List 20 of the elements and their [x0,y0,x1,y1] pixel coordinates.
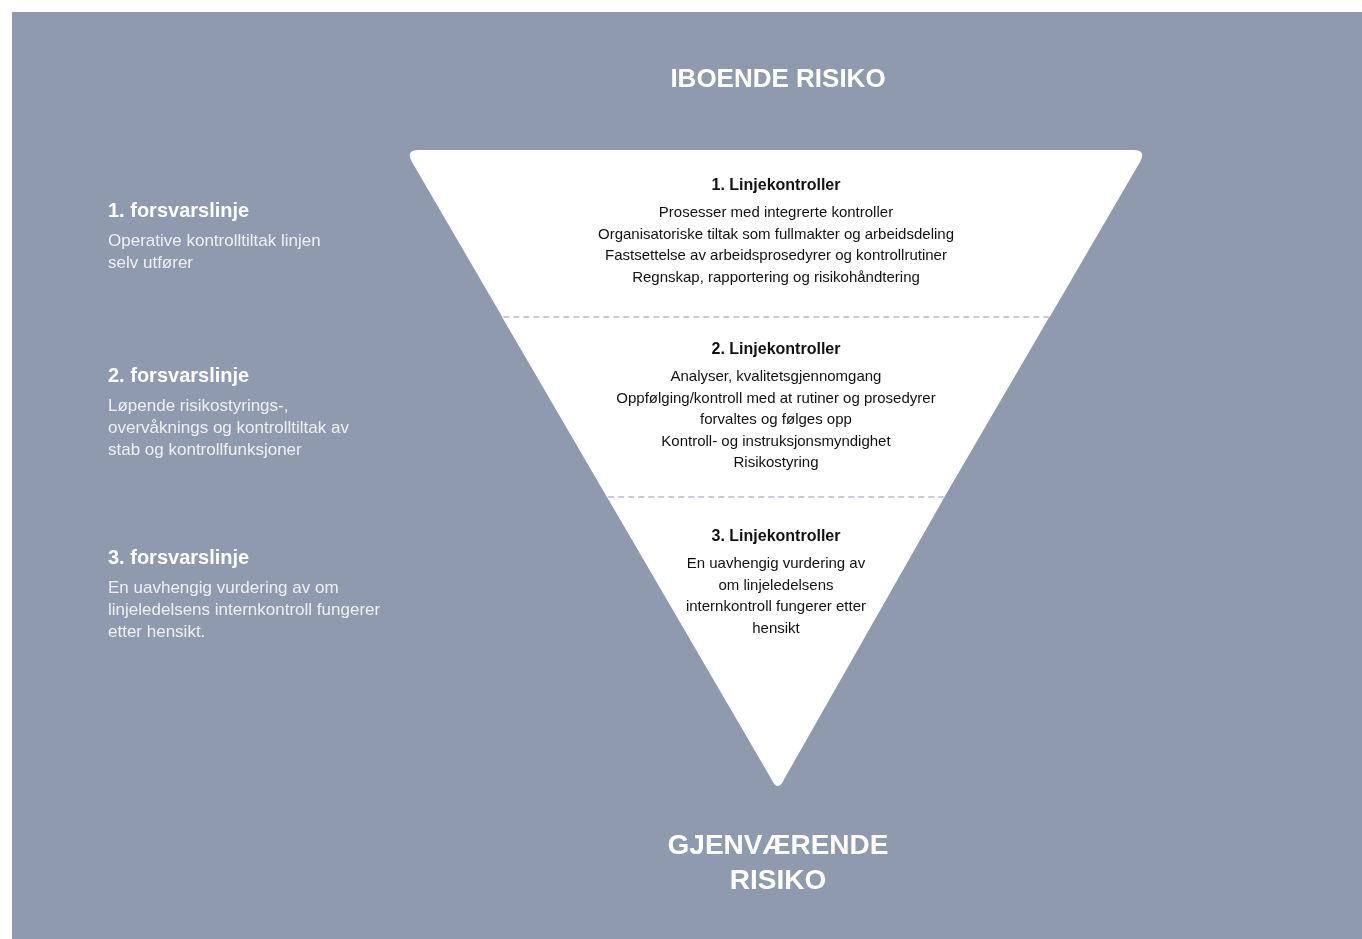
description-text: Løpende risikostyrings-, overvåknings og kontrolltiltak av stab og kontrollfunksjoner [108,395,350,461]
section-heading: 1. Linjekontroller [711,175,841,195]
control-item: Risikostyring [733,452,819,472]
defense-line-heading: 1. forsvarslinje [108,198,251,222]
control-item: Fastsettelse av arbeidsprosedyrer og kontrollrutiner [605,245,947,265]
defense-line-heading: 3. forsvarslinje [108,545,251,569]
risk-heading: GJENVÆRENDE RISIKO [666,828,890,897]
section-heading: 3. Linjekontroller [711,526,841,546]
section-heading: 2. Linjekontroller [711,339,841,359]
risk-heading: IBOENDE RISIKO [669,62,887,94]
control-item: Organisatoriske tiltak som fullmakter og arbeidsdeling [598,223,954,244]
control-item: En uavhengig vurdering av om linjeledelsens internkontroll fungerer etter hensikt [684,553,868,638]
description-text: Operative kontrolltiltak linjen selv utfører [108,230,322,274]
control-item: Kontroll- og instruksjonsmyndighet [661,430,891,451]
control-item: Regnskap, rapportering og risikohåndtering [632,266,920,287]
control-item: Prosesser med integrerte kontroller [658,202,894,222]
description-text: En uavhengig vurdering av om linjeledelsens internkontroll fungerer etter hensikt. [108,577,382,643]
control-item: Oppfølging/kontroll med at rutiner og prosedyrer forvaltes og følges opp [615,387,937,429]
control-item: Analyser, kvalitetsgjennomgang [670,366,882,386]
defense-line-heading: 2. forsvarslinje [108,363,251,387]
